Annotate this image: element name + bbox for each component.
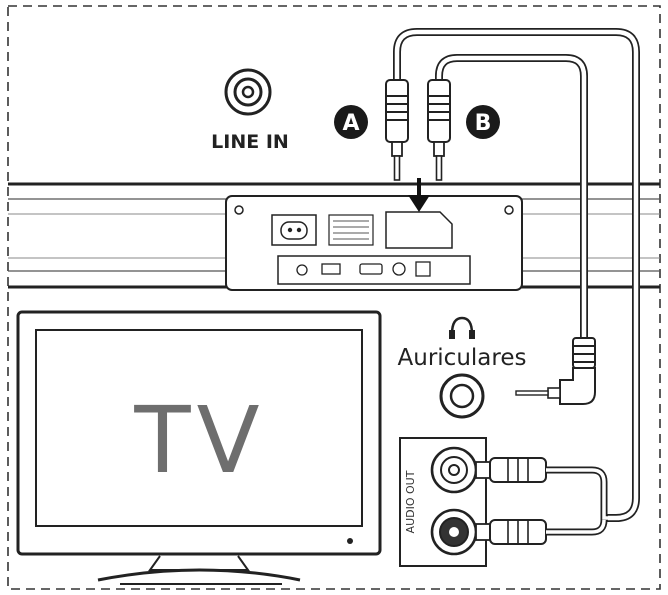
- plug-a: [385, 79, 409, 181]
- audio-out-panel: [399, 437, 487, 567]
- audio-out-label: AUDIO OUT: [404, 470, 417, 533]
- rca-cable: [393, 28, 640, 522]
- dashed-frame: [7, 5, 661, 590]
- rear-panel: [225, 195, 523, 291]
- line-in-jack: [224, 68, 272, 116]
- headphone-jack: [439, 373, 485, 419]
- rca-plugs: [475, 457, 608, 545]
- badge-b-label: B: [475, 111, 492, 136]
- arrow-down-icon: [408, 178, 430, 212]
- plug-b: [427, 79, 451, 181]
- badge-b: [466, 105, 500, 139]
- headphones-icon: [449, 316, 475, 339]
- badge-a: [334, 105, 368, 139]
- line-in-label: LINE IN: [211, 131, 289, 153]
- headphones-label: Auriculares: [398, 345, 527, 371]
- tv-label: TV: [133, 387, 265, 494]
- tv-set: [16, 310, 382, 585]
- badge-a-label: A: [342, 111, 359, 136]
- right-angle-plug: [515, 337, 596, 405]
